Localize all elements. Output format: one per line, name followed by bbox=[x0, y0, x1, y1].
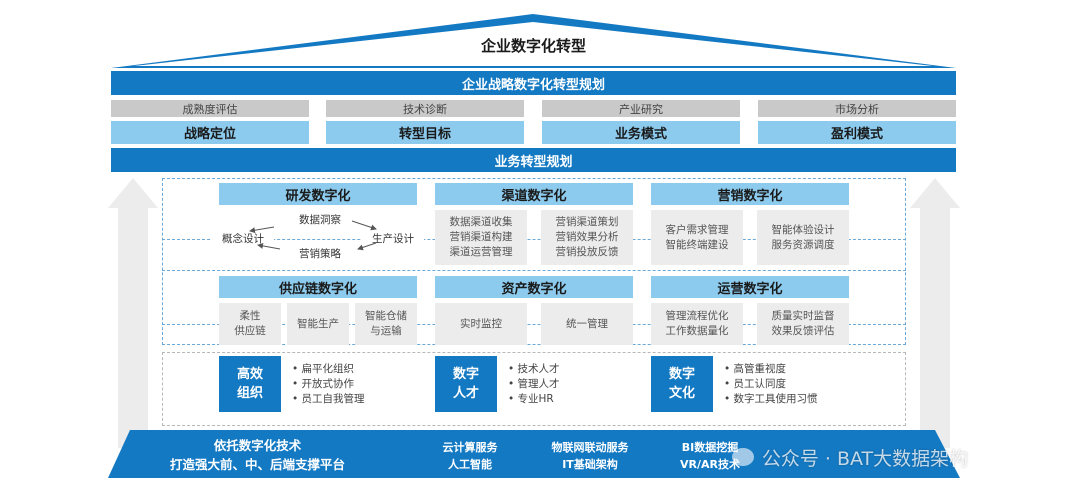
org-bullets: • 扁平化组织 • 开放式协作 • 员工自我管理 bbox=[292, 362, 422, 407]
sales-title: 营销数字化 bbox=[651, 183, 849, 205]
platform-left: 依托数字化技术 打造强大前、中、后端支撑平台 bbox=[150, 434, 365, 476]
org-bullet: • 员工自我管理 bbox=[292, 393, 365, 405]
platform-col3: BI数据挖掘 VR/AR技术 bbox=[660, 436, 760, 476]
talent-bullet: • 管理人才 bbox=[508, 378, 560, 390]
culture-bullets: • 高管重视度 • 员工认同度 • 数字工具使用习惯 bbox=[724, 362, 884, 407]
platform-item: 物联网联动服务 bbox=[551, 441, 629, 454]
assessment-tab: 产业研究 bbox=[542, 100, 740, 117]
rd-cycle-arrows bbox=[249, 220, 377, 251]
mid-line bbox=[162, 239, 906, 240]
sales-col2: 智能体验设计 服务资源调度 bbox=[757, 210, 849, 265]
mid-line bbox=[162, 324, 906, 325]
org-box: 高效 组织 bbox=[219, 356, 281, 412]
ops-item: 效果反馈评估 bbox=[771, 325, 835, 337]
ops-item: 工作数据量化 bbox=[665, 325, 729, 337]
culture-bullet: • 高管重视度 bbox=[724, 363, 787, 375]
ops-item: 管理流程优化 bbox=[665, 310, 729, 322]
business-bar: 业务转型规划 bbox=[111, 148, 956, 172]
wechat-icon bbox=[731, 448, 754, 466]
culture-bullet: • 员工认同度 bbox=[724, 378, 787, 390]
platform-left-line: 打造强大前、中、后端支撑平台 bbox=[169, 457, 345, 472]
channel-col1: 数据渠道收集 营销渠道构建 渠道运营管理 bbox=[435, 210, 527, 265]
platform-item: 云计算服务 bbox=[442, 441, 498, 454]
strategy-box: 盈利模式 bbox=[758, 121, 956, 144]
supply-text: 供应链 bbox=[234, 325, 266, 337]
asset-item: 实时监控 bbox=[435, 303, 527, 345]
supply-text: 智能生产 bbox=[297, 317, 339, 330]
strategy-bar: 企业战略数字化转型规划 bbox=[111, 71, 956, 95]
rd-concept: 概念设计 bbox=[212, 231, 274, 245]
supply-title: 供应链数字化 bbox=[219, 276, 417, 298]
platform-left-line: 依托数字化技术 bbox=[213, 438, 302, 453]
platform-base bbox=[108, 430, 960, 478]
channel-item: 数据渠道收集 bbox=[449, 216, 513, 228]
talent-bullet: • 专业HR bbox=[508, 393, 554, 405]
platform-item: VR/AR技术 bbox=[680, 458, 740, 471]
org-bullet: • 扁平化组织 bbox=[292, 363, 355, 375]
sales-item: 服务资源调度 bbox=[771, 238, 835, 251]
channel-title: 渠道数字化 bbox=[435, 183, 633, 205]
sales-item: 智能终端建设 bbox=[665, 238, 729, 251]
assessment-tab: 市场分析 bbox=[758, 100, 956, 117]
talent-box: 数字 人才 bbox=[435, 356, 497, 412]
channel-item: 渠道运营管理 bbox=[449, 246, 513, 258]
platform-col2: 物联网联动服务 IT基础架构 bbox=[535, 436, 645, 476]
roof-shape bbox=[111, 14, 956, 68]
talent-title: 人才 bbox=[452, 386, 479, 401]
supply-item: 智能生产 bbox=[287, 303, 349, 345]
culture-bullet: • 数字工具使用习惯 bbox=[724, 393, 818, 405]
asset-item: 统一管理 bbox=[541, 303, 633, 345]
culture-title: 文化 bbox=[668, 386, 695, 401]
talent-bullet: • 技术人才 bbox=[508, 363, 560, 375]
supply-text: 柔性 bbox=[239, 310, 261, 322]
supply-item: 柔性 供应链 bbox=[219, 303, 281, 345]
supply-text: 与运输 bbox=[370, 325, 402, 337]
org-title: 高效 bbox=[236, 367, 263, 382]
org-bullet: • 开放式协作 bbox=[292, 378, 355, 390]
culture-box: 数字 文化 bbox=[651, 356, 713, 412]
ops-item: 质量实时监督 bbox=[771, 310, 835, 322]
strategy-box: 战略定位 bbox=[111, 121, 309, 144]
strategy-box: 转型目标 bbox=[326, 121, 524, 144]
watermark: 公众号 · BAT大数据架构 bbox=[650, 440, 1050, 474]
ops-title: 运营数字化 bbox=[651, 276, 849, 298]
assessment-tab: 技术诊断 bbox=[326, 100, 524, 117]
divider-line bbox=[162, 270, 906, 271]
supply-item: 智能仓储 与运输 bbox=[355, 303, 417, 345]
ops-col2: 质量实时监督 效果反馈评估 bbox=[757, 303, 849, 345]
platform-col1: 云计算服务 人工智能 bbox=[420, 436, 520, 476]
talent-title: 数字 bbox=[452, 367, 479, 382]
platform-item: BI数据挖掘 bbox=[681, 441, 739, 454]
left-up-arrow bbox=[108, 178, 158, 448]
rd-title: 研发数字化 bbox=[219, 183, 417, 205]
capability-frame bbox=[162, 352, 906, 426]
business-frame bbox=[162, 178, 906, 345]
talent-bullets: • 技术人才 • 管理人才 • 专业HR bbox=[508, 362, 638, 407]
assessment-tab: 成熟度评估 bbox=[111, 100, 309, 117]
culture-title: 数字 bbox=[668, 367, 695, 382]
watermark-text: 公众号 · BAT大数据架构 bbox=[761, 447, 969, 470]
channel-item: 营销效果分析 bbox=[555, 231, 619, 243]
asset-title: 资产数字化 bbox=[435, 276, 633, 298]
sales-col1: 客户需求管理 智能终端建设 bbox=[651, 210, 743, 265]
supply-text: 智能仓储 bbox=[365, 310, 407, 322]
channel-item: 营销渠道构建 bbox=[449, 231, 513, 243]
sales-item: 客户需求管理 bbox=[665, 223, 729, 236]
sales-item: 智能体验设计 bbox=[771, 223, 835, 236]
right-up-arrow bbox=[910, 178, 960, 448]
rd-production: 生产设计 bbox=[362, 231, 424, 245]
platform-item: 人工智能 bbox=[448, 458, 492, 471]
channel-item: 营销渠道策划 bbox=[555, 216, 619, 228]
roof-title: 企业数字化转型 bbox=[480, 36, 586, 55]
ops-col1: 管理流程优化 工作数据量化 bbox=[651, 303, 743, 345]
rd-marketing: 营销策略 bbox=[299, 247, 341, 260]
channel-col2: 营销渠道策划 营销效果分析 营销投放反馈 bbox=[541, 210, 633, 265]
strategy-box: 业务模式 bbox=[542, 121, 740, 144]
channel-item: 营销投放反馈 bbox=[555, 246, 619, 258]
org-title: 组织 bbox=[236, 386, 263, 401]
rd-insight: 数据洞察 bbox=[299, 213, 341, 226]
platform-item: IT基础架构 bbox=[562, 458, 618, 471]
